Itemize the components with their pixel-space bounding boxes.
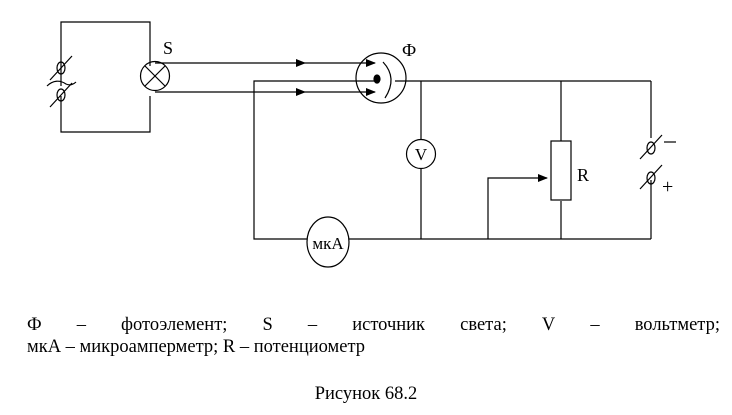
legend-word: источник [352, 315, 426, 335]
light-source-label: S [163, 38, 173, 58]
circuit-diagram: S Ф V R мкА + [46, 21, 676, 268]
figure-caption: Рисунок 68.2 [314, 384, 418, 404]
potentiometer-icon [550, 140, 572, 201]
legend: Ф – фотоэлемент; S – источник света; V –… [27, 314, 720, 358]
potentiometer-label: R [577, 165, 589, 185]
light-beams [155, 59, 376, 96]
legend-word: вольтметр; [634, 315, 720, 335]
plus-label: + [662, 176, 673, 198]
legend-line-2: мкА – микроамперметр; R – потенциометр [27, 337, 366, 357]
ac-terminals-icon [46, 55, 77, 108]
voltmeter-label: V [415, 145, 428, 164]
legend-word: – [307, 315, 318, 335]
dc-terminals-icon [639, 134, 676, 190]
legend-line-1: Ф – фотоэлемент; S – источник света; V –… [27, 314, 720, 336]
mains-loop [60, 21, 151, 133]
legend-word: света; [460, 315, 507, 335]
legend-word: Ф [27, 315, 42, 335]
legend-word: V [541, 315, 556, 335]
voltmeter-icon [405, 138, 437, 170]
legend-word: – [590, 315, 600, 335]
wires [253, 80, 652, 240]
lamp-icon [139, 60, 171, 92]
microammeter-icon [306, 216, 350, 268]
legend-word: фотоэлемент; [121, 315, 228, 335]
legend-word: S [262, 315, 273, 335]
legend-word: – [76, 315, 86, 335]
microammeter-label: мкА [312, 234, 344, 253]
photocell-label: Ф [402, 40, 416, 60]
photocell-icon [355, 52, 407, 104]
